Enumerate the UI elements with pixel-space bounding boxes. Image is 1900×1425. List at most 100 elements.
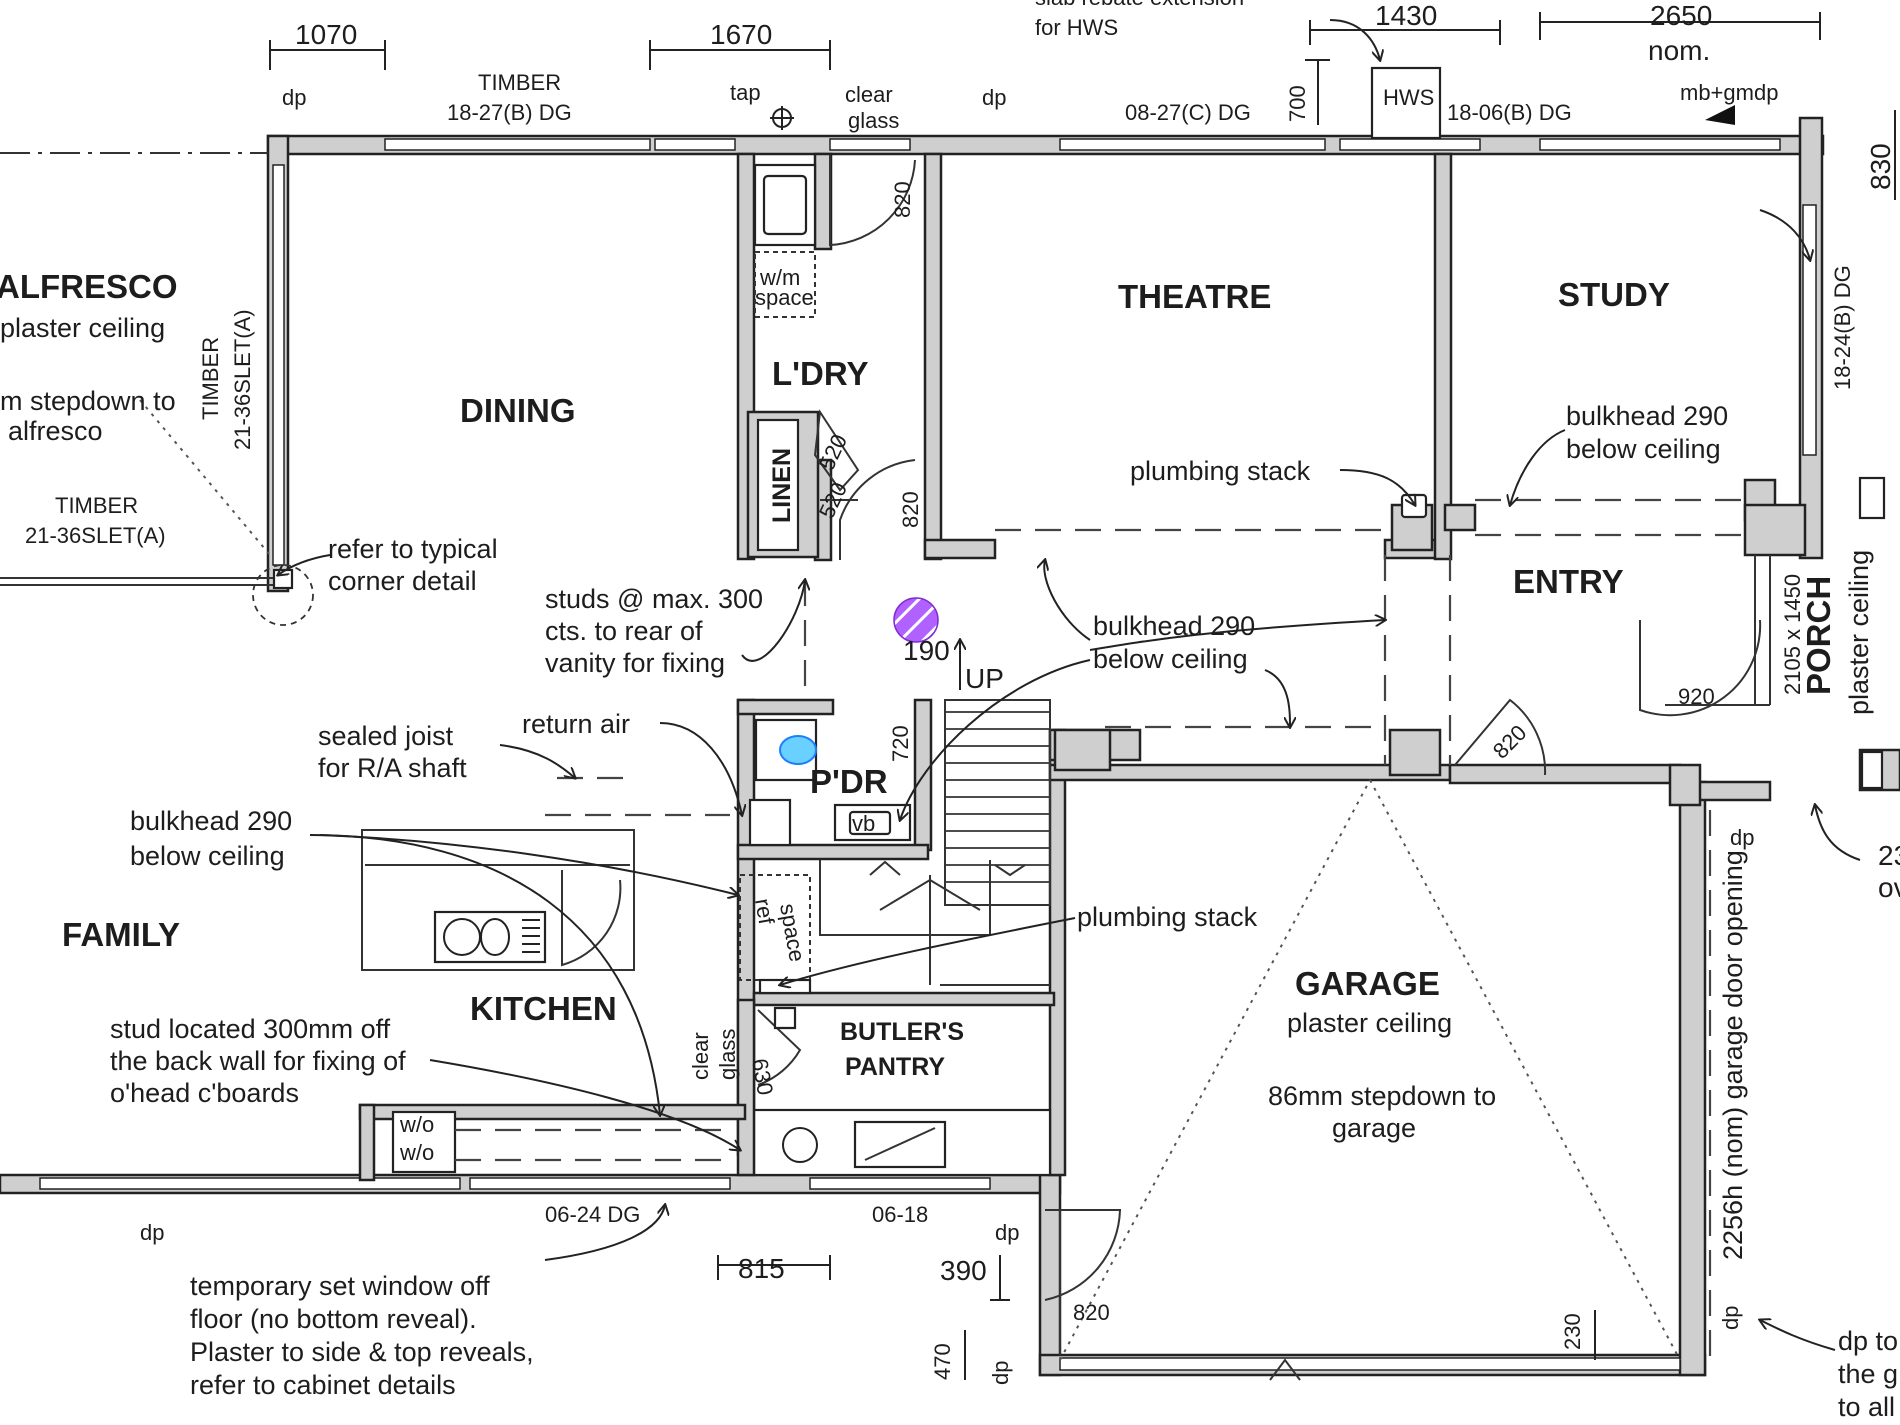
garage-door-opening: 2256h (nom) garage door opening (1718, 850, 1748, 1260)
bulkhead-hall-2: below ceiling (1093, 644, 1248, 674)
stairs (819, 699, 1051, 986)
room-family: FAMILY (62, 916, 180, 953)
room-alfresco: ALFRESCO (0, 268, 178, 305)
dim-720: 720 (888, 725, 913, 762)
dimension-labels: 1070 1670 1430 2650 nom. 830 700 820 820… (295, 0, 1900, 1380)
dim-230: 230 (1560, 1313, 1585, 1350)
alfresco-ceiling: plaster ceiling (0, 313, 165, 343)
dp-label-2: dp (982, 85, 1006, 110)
room-butlers-1: BUTLER'S (840, 1018, 964, 1046)
window-alf-timber-2: 21-36SLET(A) (25, 523, 166, 548)
room-theatre: THEATRE (1118, 278, 1271, 315)
dim-2105: 2105 x 1450 (1780, 574, 1805, 695)
stud-located-2: the back wall for fixing of (110, 1046, 406, 1076)
studs-note-3: vanity for fixing (545, 648, 725, 678)
right-note-3: to all (1838, 1392, 1895, 1422)
room-dining: DINING (460, 392, 576, 429)
clear-glass-4: glass (715, 1029, 740, 1080)
wo-cupboard (455, 1128, 735, 1162)
ref-label-2: space (775, 902, 810, 964)
temp-window-4: refer to cabinet details (190, 1370, 456, 1400)
butlers-pantry-fixtures (757, 1006, 947, 1169)
dimension-lines (269, 12, 1896, 1380)
mbgmdp-label: mb+gmdp (1680, 80, 1778, 105)
room-labels: ALFRESCO plaster ceiling DINING FAMILY K… (0, 268, 1874, 1081)
corner-detail-2: corner detail (328, 566, 477, 596)
window-vert-timber-1: TIMBER (198, 337, 223, 420)
window-study-side: 18-24(B) DG (1830, 265, 1855, 390)
room-kitchen: KITCHEN (470, 990, 617, 1027)
hws-label: HWS (1383, 85, 1434, 110)
right-note-1: dp to (1838, 1326, 1898, 1356)
ov-label: ov (1878, 872, 1900, 903)
corner-detail-1: refer to typical (328, 534, 498, 564)
slab-note-2: for HWS (1035, 15, 1118, 40)
return-air-label: return air (522, 709, 630, 739)
dim-815: 815 (738, 1253, 785, 1284)
wm-label-1: w/m (759, 265, 800, 290)
hws-unit (1370, 66, 1735, 140)
sealed-joist-2: for R/A shaft (318, 753, 467, 783)
clear-glass-2: glass (848, 108, 899, 133)
stair-arrows (869, 860, 1301, 1381)
dim-820-entry: 820 (1488, 720, 1532, 764)
ref-label-1: ref (750, 897, 779, 927)
stepdown-alfresco-1: m stepdown to (0, 386, 176, 416)
window-pantry: 06-18 (872, 1202, 928, 1227)
vb-label: vb (852, 811, 875, 836)
room-porch: PORCH (1800, 576, 1837, 695)
right-note-2: the g (1838, 1359, 1898, 1389)
dim-700: 700 (1285, 85, 1310, 122)
dim-2650: 2650 (1650, 0, 1712, 31)
dim-920: 920 (1678, 684, 1715, 709)
bulkhead-study-1: bulkhead 290 (1566, 401, 1728, 431)
room-butlers-2: PANTRY (845, 1053, 945, 1081)
up-label: UP (965, 663, 1004, 694)
dim-830: 830 (1865, 143, 1896, 190)
tap-label: tap (730, 80, 761, 105)
window-labels: TIMBER 18-27(B) DG 08-27(C) DG 18-06(B) … (25, 70, 1855, 1227)
stud-located-3: o'head c'boards (110, 1078, 299, 1108)
garage-stepdown-2: garage (1332, 1113, 1416, 1143)
bulkhead-study-2: below ceiling (1566, 434, 1721, 464)
room-laundry: L'DRY (772, 355, 868, 392)
porch-ceiling: plaster ceiling (1844, 550, 1874, 715)
garage-area (1044, 779, 1712, 1361)
garage-ceiling: plaster ceiling (1287, 1008, 1452, 1038)
leader-lines (278, 19, 1861, 1351)
room-linen: LINEN (768, 448, 796, 523)
dim-820-hall: 820 (898, 491, 923, 528)
plumbing-stack-2: plumbing stack (1077, 902, 1258, 932)
clear-glass-1: clear (845, 82, 893, 107)
window-alf-timber-1: TIMBER (55, 493, 138, 518)
dim-390: 390 (940, 1255, 987, 1286)
dp-label-7: dp (1718, 1306, 1743, 1330)
dim-23: 23 (1878, 840, 1900, 871)
dp-label-5: dp (995, 1220, 1019, 1245)
temp-window-2: floor (no bottom reveal). (190, 1304, 477, 1334)
studs-note-2: cts. to rear of (545, 616, 703, 646)
dim-1670: 1670 (710, 19, 772, 50)
plumbing-stack-1: plumbing stack (1130, 456, 1311, 486)
dim-820-garage: 820 (1073, 1300, 1110, 1325)
bulkhead-hall-1: bulkhead 290 (1093, 611, 1255, 641)
dp-label-1: dp (282, 85, 306, 110)
clear-glass-3: clear (688, 1032, 713, 1080)
dp-label-3: dp (1730, 825, 1754, 850)
dim-820-ldry: 820 (890, 181, 915, 218)
bulkhead-family-1: bulkhead 290 (130, 806, 292, 836)
wo-label-1: w/o (399, 1112, 434, 1137)
window-study: 18-06(B) DG (1447, 100, 1572, 125)
window-timber-2: 18-27(B) DG (447, 100, 572, 125)
entry-porch (1454, 476, 1886, 790)
dim-190: 190 (903, 635, 950, 666)
temp-window-1: temporary set window off (190, 1271, 490, 1301)
windows (39, 138, 1817, 1371)
dp-label-4: dp (140, 1220, 164, 1245)
dim-1430: 1430 (1375, 0, 1437, 31)
slab-note-1: slab rebate extension (1035, 0, 1244, 10)
dim-2650-nom: nom. (1648, 35, 1710, 66)
window-kitchen: 06-24 DG (545, 1202, 640, 1227)
room-powder: P'DR (810, 763, 888, 800)
